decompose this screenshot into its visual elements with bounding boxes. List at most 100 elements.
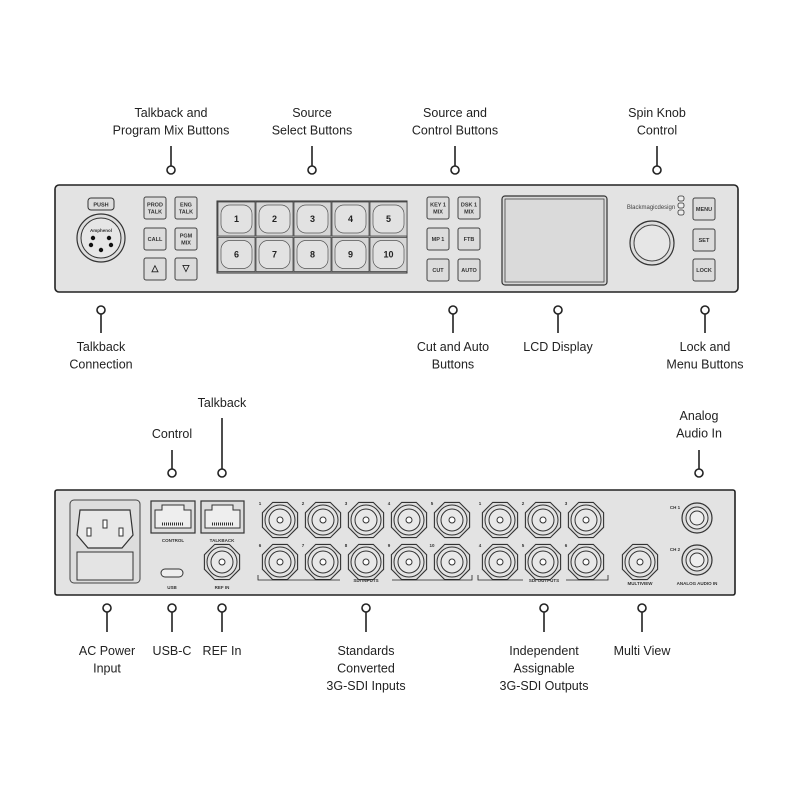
callout-pin xyxy=(167,603,177,613)
pgm-mix-button-label: MIX xyxy=(181,240,191,246)
callout-label: Control xyxy=(152,427,192,441)
source-button-label: 3 xyxy=(310,214,315,224)
sdi-output-6: 6 xyxy=(565,543,605,581)
callout-pin xyxy=(539,603,549,613)
prod-talk-button-label: PROD xyxy=(147,203,163,209)
up-button-label: △ xyxy=(151,263,160,273)
callout-multiview: Multi View xyxy=(614,603,672,658)
callout-pin xyxy=(652,165,662,175)
source-button-4[interactable]: 4 xyxy=(331,201,370,237)
callout-label: Talkback xyxy=(198,396,247,410)
callout-label: Assignable xyxy=(513,662,574,676)
analog-audio-jacks: CH 1 CH 2 ANALOG AUDIO IN xyxy=(670,502,717,586)
talkback-ethernet-port: TALKBACK xyxy=(200,500,245,543)
callout-label: Menu Buttons xyxy=(666,358,743,372)
callout-pin xyxy=(450,165,460,175)
callout-label: Independent xyxy=(509,644,579,658)
callout-label: Standards xyxy=(338,644,395,658)
callout-label: Talkback xyxy=(77,340,126,354)
callout-label: Multi View xyxy=(614,644,672,658)
source-button-label: 7 xyxy=(272,250,277,260)
callout-label: Converted xyxy=(337,662,395,676)
menu-button[interactable]: MENU xyxy=(692,197,716,221)
spin-knob[interactable] xyxy=(629,220,675,266)
source-button-label: 10 xyxy=(383,250,393,260)
sdi-input-number: 2 xyxy=(302,501,305,506)
audio-ch2-label: CH 2 xyxy=(670,547,681,552)
sdi-input-number: 1 xyxy=(259,501,262,506)
callout-label: Source xyxy=(292,106,332,120)
callout-pin xyxy=(637,603,647,613)
cut-button[interactable]: CUT xyxy=(426,258,450,282)
sdi-output-number: 1 xyxy=(479,501,482,506)
source-button-2[interactable]: 2 xyxy=(255,201,294,237)
key1-mix-button-label: KEY 1 xyxy=(430,203,446,209)
callout-pin xyxy=(217,603,227,613)
source-button-1[interactable]: 1 xyxy=(217,201,256,237)
dsk1-mix-button-label: DSK 1 xyxy=(461,203,477,209)
callout-label: AC Power xyxy=(79,644,135,658)
call-button-label: CALL xyxy=(148,237,163,243)
callout-label: Control Buttons xyxy=(412,124,498,138)
menu-button-label: SET xyxy=(699,238,710,244)
ftb-button[interactable]: FTB xyxy=(457,227,481,251)
source-button-label: 6 xyxy=(234,250,239,260)
key1-mix-button-label: MIX xyxy=(433,209,443,215)
mp1-button[interactable]: MP 1 xyxy=(426,227,450,251)
sdi-output-3: 3 xyxy=(565,501,605,539)
lock-button[interactable]: LOCK xyxy=(692,258,716,282)
down-button[interactable]: ▽ xyxy=(174,257,198,281)
sdi-input-5: 5 xyxy=(431,501,471,539)
callout-pin xyxy=(553,305,563,315)
source-button-6[interactable]: 6 xyxy=(217,237,256,272)
auto-button[interactable]: AUTO xyxy=(457,258,481,282)
source-button-8[interactable]: 8 xyxy=(293,237,332,272)
up-button[interactable]: △ xyxy=(143,257,167,281)
sdi-input-number: 6 xyxy=(259,543,262,548)
callout-pin xyxy=(96,305,106,315)
callout-talkback: Talkback xyxy=(198,396,247,478)
sdi-input-2: 2 xyxy=(302,501,342,539)
source-button-5[interactable]: 5 xyxy=(369,201,408,237)
sdi-output-number: 6 xyxy=(565,543,568,548)
callout-label: 3G-SDI Inputs xyxy=(326,679,405,693)
down-button-label: ▽ xyxy=(182,263,191,273)
source-button-label: 2 xyxy=(272,214,277,224)
source-button-7[interactable]: 7 xyxy=(255,237,294,272)
call-button[interactable]: CALL xyxy=(143,227,167,251)
sdi-output-4: 4 xyxy=(479,543,519,581)
callout-label: Select Buttons xyxy=(272,124,353,138)
ref-in-label: REF IN xyxy=(215,585,230,590)
sdi-output-number: 3 xyxy=(565,501,568,506)
sdi-input-number: 10 xyxy=(429,543,435,548)
source-button-9[interactable]: 9 xyxy=(331,237,370,272)
callout-label: 3G-SDI Outputs xyxy=(500,679,589,693)
sdi-input-1: 1 xyxy=(259,501,299,539)
callout-pin xyxy=(217,468,227,478)
audio-ch1-label: CH 1 xyxy=(670,505,681,510)
multiview-bnc xyxy=(621,543,659,581)
source-button-3[interactable]: 3 xyxy=(293,201,332,237)
usb-c-port: USB xyxy=(160,568,184,590)
source-button-10[interactable]: 10 xyxy=(369,237,408,272)
callout-control: Control xyxy=(152,427,192,478)
callout-pin xyxy=(361,603,371,613)
auto-button-label: AUTO xyxy=(461,268,477,274)
set-button[interactable]: SET xyxy=(692,228,716,252)
dsk1-mix-button-label: MIX xyxy=(464,209,474,215)
callout-lcd: LCD Display xyxy=(523,305,593,354)
callout-label: Cut and Auto xyxy=(417,340,489,354)
callout-pin xyxy=(448,305,458,315)
mp1-button-label: MP 1 xyxy=(432,237,445,243)
